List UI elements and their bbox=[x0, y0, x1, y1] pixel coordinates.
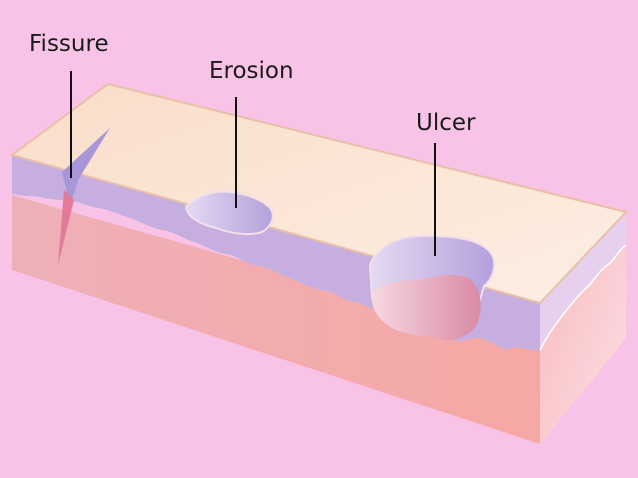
dermis-front-face bbox=[12, 195, 540, 444]
fissure-crack bbox=[62, 128, 110, 206]
right-face-wave-line bbox=[539, 244, 627, 351]
ulcer-base bbox=[371, 274, 481, 341]
erosion-label: Erosion bbox=[209, 58, 294, 84]
erosion-lesion bbox=[184, 190, 274, 236]
fissure-deep-crack bbox=[58, 190, 74, 265]
block-right-face bbox=[540, 212, 626, 444]
fissure-label: Fissure bbox=[29, 31, 109, 57]
ulcer-label: Ulcer bbox=[416, 110, 476, 136]
